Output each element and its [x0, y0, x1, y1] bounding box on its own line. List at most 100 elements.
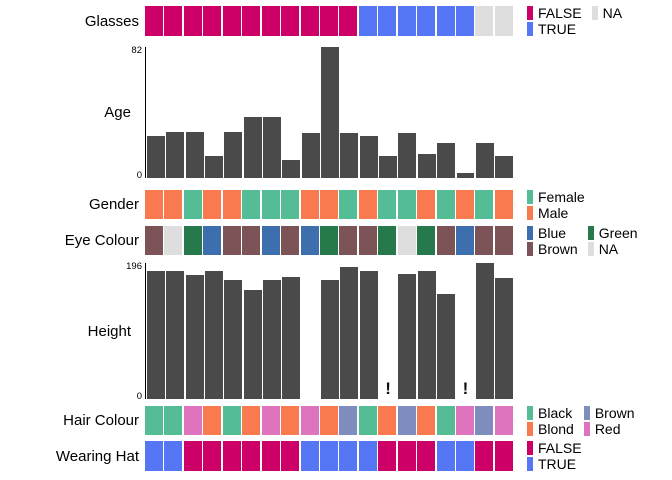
cell-gender-6[interactable]: [242, 190, 261, 219]
cell-hair-colour-7[interactable]: [261, 406, 280, 435]
bar-slot-age-11[interactable]: [340, 47, 359, 178]
cell-wearing-hat-1[interactable]: [145, 441, 164, 471]
bar-slot-height-19[interactable]: [495, 263, 514, 399]
cell-glasses-8[interactable]: [281, 6, 300, 36]
cell-gender-3[interactable]: [183, 190, 202, 219]
bar-slot-age-7[interactable]: [263, 47, 282, 178]
cell-gender-18[interactable]: [475, 190, 494, 219]
legend-item-blue[interactable]: Blue: [527, 226, 578, 240]
cell-glasses-3[interactable]: [183, 6, 202, 36]
cell-hair-colour-15[interactable]: [417, 406, 436, 435]
cell-hair-colour-17[interactable]: [456, 406, 475, 435]
cell-wearing-hat-9[interactable]: [300, 441, 319, 471]
bar-slot-height-2[interactable]: [166, 263, 185, 399]
cell-hair-colour-16[interactable]: [436, 406, 455, 435]
legend-item-na[interactable]: NA: [591, 6, 622, 20]
legend-item-false[interactable]: FALSE: [527, 441, 582, 455]
legend-item-black[interactable]: Black: [527, 406, 574, 420]
bar-slot-age-17[interactable]: [456, 47, 475, 178]
bar-slot-age-15[interactable]: [417, 47, 436, 178]
cell-glasses-9[interactable]: [300, 6, 319, 36]
cell-gender-5[interactable]: [222, 190, 241, 219]
cell-eye-colour-2[interactable]: [164, 226, 183, 255]
cell-glasses-7[interactable]: [261, 6, 280, 36]
bar-slot-height-1[interactable]: [147, 263, 165, 399]
cell-gender-13[interactable]: [378, 190, 397, 219]
bar-slot-height-4[interactable]: [205, 263, 223, 399]
cell-glasses-16[interactable]: [436, 6, 455, 36]
cell-hair-colour-12[interactable]: [358, 406, 377, 435]
cell-gender-10[interactable]: [319, 190, 338, 219]
cell-gender-11[interactable]: [339, 190, 358, 219]
cell-eye-colour-9[interactable]: [300, 226, 319, 255]
cell-gender-12[interactable]: [358, 190, 377, 219]
cell-hair-colour-19[interactable]: [494, 406, 513, 435]
cell-wearing-hat-5[interactable]: [222, 441, 241, 471]
cell-wearing-hat-7[interactable]: [261, 441, 280, 471]
cell-hair-colour-13[interactable]: [378, 406, 397, 435]
cell-eye-colour-5[interactable]: [222, 226, 241, 255]
bar-slot-height-6[interactable]: [243, 263, 262, 399]
cell-glasses-2[interactable]: [164, 6, 183, 36]
cell-hair-colour-4[interactable]: [203, 406, 222, 435]
cell-eye-colour-3[interactable]: [183, 226, 202, 255]
bar-slot-age-3[interactable]: [185, 47, 204, 178]
cell-gender-2[interactable]: [164, 190, 183, 219]
bar-slot-height-8[interactable]: [282, 263, 301, 399]
cell-hair-colour-14[interactable]: [397, 406, 416, 435]
bar-slot-height-3[interactable]: [185, 263, 204, 399]
legend-item-false[interactable]: FALSE: [527, 6, 582, 20]
cell-glasses-6[interactable]: [242, 6, 261, 36]
cell-glasses-14[interactable]: [397, 6, 416, 36]
bar-slot-age-2[interactable]: [166, 47, 185, 178]
cell-wearing-hat-18[interactable]: [475, 441, 494, 471]
bar-slot-age-8[interactable]: [282, 47, 301, 178]
cell-wearing-hat-12[interactable]: [358, 441, 377, 471]
cell-gender-7[interactable]: [261, 190, 280, 219]
cell-gender-4[interactable]: [203, 190, 222, 219]
cell-glasses-15[interactable]: [417, 6, 436, 36]
cell-eye-colour-19[interactable]: [494, 226, 513, 255]
cell-hair-colour-5[interactable]: [222, 406, 241, 435]
cell-wearing-hat-11[interactable]: [339, 441, 358, 471]
bar-slot-age-12[interactable]: [359, 47, 378, 178]
cell-glasses-1[interactable]: [145, 6, 164, 36]
cell-eye-colour-6[interactable]: [242, 226, 261, 255]
cell-eye-colour-17[interactable]: [456, 226, 475, 255]
cell-hair-colour-9[interactable]: [300, 406, 319, 435]
bar-slot-age-10[interactable]: [321, 47, 340, 178]
bar-slot-height-17[interactable]: !: [457, 263, 475, 399]
cell-eye-colour-8[interactable]: [281, 226, 300, 255]
legend-item-true[interactable]: TRUE: [527, 457, 582, 471]
legend-item-blond[interactable]: Blond: [527, 422, 574, 436]
cell-wearing-hat-15[interactable]: [417, 441, 436, 471]
legend-item-na[interactable]: NA: [587, 242, 638, 256]
cell-hair-colour-18[interactable]: [475, 406, 494, 435]
cell-eye-colour-14[interactable]: [397, 226, 416, 255]
bar-slot-age-14[interactable]: [398, 47, 417, 178]
cell-wearing-hat-3[interactable]: [183, 441, 202, 471]
cell-glasses-5[interactable]: [222, 6, 241, 36]
legend-item-brown[interactable]: Brown: [527, 242, 578, 256]
cell-glasses-12[interactable]: [358, 6, 377, 36]
cell-glasses-10[interactable]: [319, 6, 338, 36]
cell-wearing-hat-16[interactable]: [436, 441, 455, 471]
cell-glasses-13[interactable]: [378, 6, 397, 36]
bar-slot-height-10[interactable]: [321, 263, 340, 399]
cell-hair-colour-2[interactable]: [164, 406, 183, 435]
bar-slot-height-15[interactable]: [417, 263, 436, 399]
cell-wearing-hat-17[interactable]: [456, 441, 475, 471]
cell-eye-colour-12[interactable]: [358, 226, 377, 255]
cell-gender-16[interactable]: [436, 190, 455, 219]
legend-item-red[interactable]: Red: [583, 422, 635, 436]
bar-slot-age-13[interactable]: [379, 47, 398, 178]
legend-item-female[interactable]: Female: [527, 190, 585, 204]
bar-slot-height-5[interactable]: [224, 263, 243, 399]
cell-glasses-18[interactable]: [475, 6, 494, 36]
bar-slot-height-11[interactable]: [340, 263, 359, 399]
bar-slot-age-19[interactable]: [495, 47, 514, 178]
cell-gender-9[interactable]: [300, 190, 319, 219]
cell-gender-14[interactable]: [397, 190, 416, 219]
cell-hair-colour-10[interactable]: [319, 406, 338, 435]
bar-slot-age-6[interactable]: [243, 47, 262, 178]
